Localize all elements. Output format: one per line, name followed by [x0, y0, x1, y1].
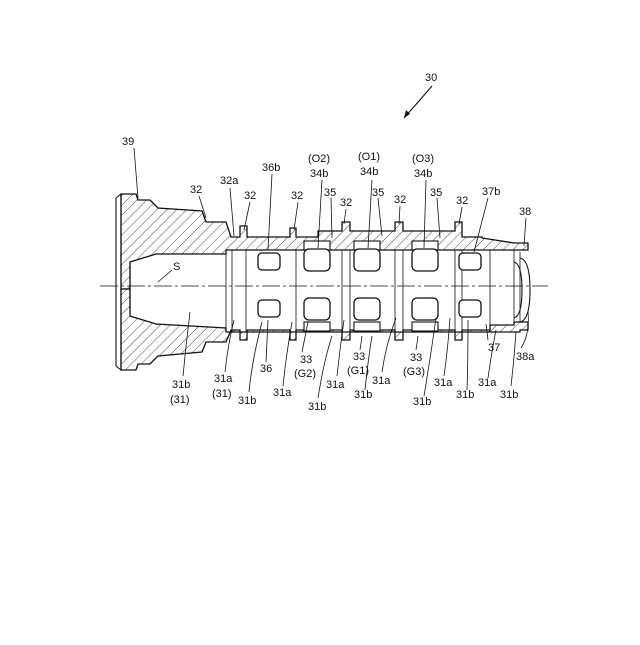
label-32-3: 32 — [291, 190, 303, 202]
label-32-2: 32 — [244, 190, 256, 202]
label-31b-6: 31b — [500, 389, 518, 401]
label-o3: (O3) — [412, 153, 434, 165]
flange-39 — [116, 194, 121, 370]
label-o2: (O2) — [308, 153, 330, 165]
label-o1-34b: 34b — [360, 166, 378, 178]
label-35-2: 35 — [372, 187, 384, 199]
label-32a: 32a — [220, 175, 239, 187]
label-31b-2: 31b — [308, 401, 326, 413]
label-31b-31-a: 31b — [172, 379, 190, 391]
label-32-6: 32 — [456, 195, 468, 207]
label-37b: 37b — [482, 186, 500, 198]
label-31a-3: 31a — [372, 375, 391, 387]
label-37: 37 — [488, 342, 500, 354]
label-31a-4: 31a — [434, 377, 453, 389]
label-36: 36 — [260, 363, 272, 375]
label-35-3: 35 — [430, 187, 442, 199]
label-36b: 36b — [262, 162, 280, 174]
label-33-g1-a: 33 — [353, 351, 365, 363]
label-33-g3-a: 33 — [410, 352, 422, 364]
label-31b-5: 31b — [456, 389, 474, 401]
upper-wall — [121, 194, 528, 289]
label-33-g2-b: (G2) — [294, 368, 316, 380]
label-31b-3: 31b — [354, 389, 372, 401]
label-o1: (O1) — [358, 151, 380, 163]
label-33-g1-b: (G1) — [347, 365, 369, 377]
label-38: 38 — [519, 206, 531, 218]
label-31a-2: 31a — [326, 379, 345, 391]
label-31a-31-b: (31) — [212, 388, 232, 400]
label-31b-4: 31b — [413, 396, 431, 408]
label-35-1: 35 — [324, 187, 336, 199]
label-o3-34b: 34b — [414, 168, 432, 180]
label-39: 39 — [122, 136, 134, 148]
label-38a: 38a — [516, 351, 535, 363]
label-s: S — [173, 261, 180, 273]
ref-30: 30 — [425, 72, 437, 84]
label-32-4: 32 — [340, 197, 352, 209]
port-holes-upper — [258, 249, 481, 271]
labels-bottom: 31b (31) 31a (31) 31b 36 31a 33 (G2) 31b… — [170, 342, 535, 413]
label-31a-1: 31a — [273, 387, 292, 399]
label-o2-34b: 34b — [310, 168, 328, 180]
label-31a-31-a: 31a — [214, 373, 233, 385]
label-32-1: 32 — [190, 184, 202, 196]
label-33-g2-a: 33 — [300, 354, 312, 366]
label-32-5: 32 — [394, 194, 406, 206]
label-31b-1: 31b — [238, 395, 256, 407]
label-31a-5: 31a — [478, 377, 497, 389]
port-holes-lower — [258, 298, 481, 320]
label-33-g3-b: (G3) — [403, 366, 425, 378]
label-31b-31-b: (31) — [170, 394, 190, 406]
